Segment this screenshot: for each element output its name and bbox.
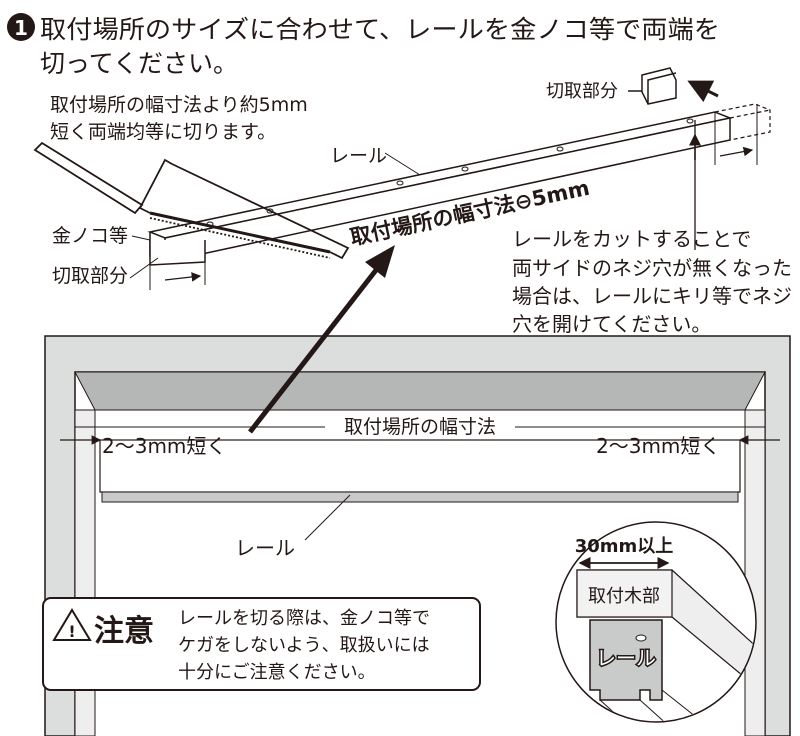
step-number-badge <box>7 13 35 41</box>
caution-heading: 注意 <box>94 614 154 649</box>
svg-text:!: ! <box>68 622 75 641</box>
rail-label-bottom: レール <box>235 536 295 560</box>
detail-rail-label: レール <box>596 646 656 670</box>
caution-line3: 十分にご注意ください。 <box>178 662 376 683</box>
hole-note-line2: 両サイドのネジ穴が無くなった <box>512 256 792 280</box>
cut-piece-left <box>149 240 206 266</box>
window-frame <box>44 335 791 736</box>
hole-note-line4: 穴を開けてください。 <box>512 312 711 336</box>
rail-label-top: レール <box>330 145 387 167</box>
pointer-arrow <box>248 263 382 434</box>
detail-magnifier: 30mm以上 取付木部 レール <box>555 521 757 723</box>
hacksaw-icon <box>33 141 350 260</box>
saw-label: 金ノコ等 <box>52 225 128 247</box>
cut-piece-right <box>641 67 677 105</box>
hole-note-line3: 場合は、レールにキリ等でネジ <box>512 284 792 308</box>
step-title-line2: 切ってください。 <box>40 49 238 78</box>
hole-note-line1: レールをカットすることで <box>512 227 751 251</box>
caution-line2: ケガをしないよう、取扱いには <box>178 635 430 656</box>
step-title-line1: 取付場所のサイズに合わせて、レールを金ノコ等で両端を <box>40 15 720 44</box>
caution-box: ! 注意 レールを切る際は、金ノコ等で ケガをしないよう、取扱いには 十分にご注… <box>42 597 481 691</box>
caution-line1: レールを切る際は、金ノコ等で <box>178 608 430 629</box>
rail-upper <box>147 103 771 263</box>
width-dimension-label: 取付場所の幅寸法 <box>344 416 496 438</box>
rail-installed <box>99 439 741 493</box>
step-header: 1 取付場所のサイズに合わせて、レールを金ノコ等で両端を 切ってください。 <box>7 13 720 78</box>
detail-wood-label: 取付木部 <box>588 586 660 607</box>
warning-triangle-icon <box>52 608 92 641</box>
step-number: 1 <box>14 16 28 40</box>
cut-piece-label-right: 切取部分 <box>546 81 618 102</box>
cut-note-line1: 取付場所の幅寸法より約5mm <box>50 94 308 116</box>
cut-piece-label-left: 切取部分 <box>52 265 128 287</box>
cut-note-line2: 短く両端均等に切ります。 <box>50 121 276 143</box>
detail-min-width: 30mm以上 <box>575 536 674 557</box>
short-left-label: 2～3mm短く <box>102 434 226 458</box>
short-right-label: 2～3mm短く <box>596 434 720 458</box>
